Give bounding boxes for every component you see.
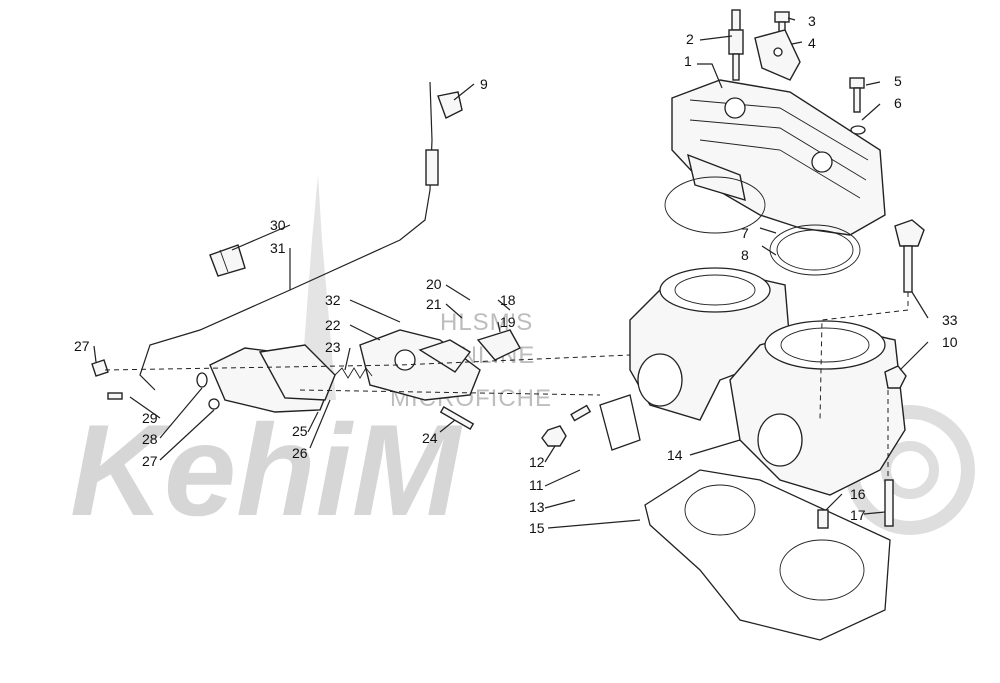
- o-ring-7: [664, 176, 766, 234]
- callout-8: 8: [741, 247, 749, 263]
- callout-11: 11: [529, 477, 544, 493]
- callout-28: 28: [142, 431, 158, 447]
- watermark-line-1: HLSM'S: [440, 309, 533, 336]
- callout-19: 19: [500, 314, 516, 330]
- callout-27-bottom: 27: [142, 453, 158, 469]
- small-parts-27-29: [91, 359, 220, 410]
- callout-9: 9: [480, 76, 488, 92]
- callout-12: 12: [529, 454, 545, 470]
- callout-20: 20: [426, 276, 442, 292]
- callout-3: 3: [808, 13, 816, 29]
- callout-25: 25: [292, 423, 308, 439]
- callout-6: 6: [894, 95, 902, 111]
- base-gasket-15: [644, 469, 891, 641]
- callout-33: 33: [942, 312, 958, 328]
- nut-12: [541, 425, 567, 447]
- cable-9-31: [139, 81, 463, 391]
- callout-24: 24: [422, 430, 438, 446]
- spark-plug: [728, 9, 744, 81]
- callout-27-top: 27: [74, 338, 90, 354]
- callout-1: 1: [684, 53, 692, 69]
- reed-assembly: [209, 329, 521, 413]
- callout-14: 14: [667, 447, 683, 463]
- callout-labels: 1 2 3 4 5 6 7 8 9 10 11 12 13 14 15 16 1…: [74, 13, 958, 536]
- callout-10: 10: [942, 334, 958, 350]
- callout-13: 13: [529, 499, 545, 515]
- callout-29: 29: [142, 410, 158, 426]
- cable-clip-30: [209, 244, 246, 277]
- callout-15: 15: [529, 520, 545, 536]
- o-ring-8: [769, 224, 861, 276]
- callout-26: 26: [292, 445, 308, 461]
- callout-32: 32: [325, 292, 341, 308]
- head-bolt-5: [849, 77, 865, 113]
- callout-18: 18: [500, 292, 516, 308]
- callout-4: 4: [808, 35, 816, 51]
- callout-31: 31: [270, 240, 286, 256]
- stud-13: [570, 404, 592, 422]
- callout-30: 30: [270, 217, 286, 233]
- bolt-33: [894, 219, 925, 293]
- spring-23: [334, 367, 373, 379]
- callout-2: 2: [686, 31, 694, 47]
- exhaust-gasket-11: [599, 394, 641, 451]
- callout-17: 17: [850, 507, 866, 523]
- watermark-brand: KehiM: [70, 397, 463, 543]
- washer-6: [850, 125, 866, 135]
- cylinder-front: [637, 320, 906, 496]
- head-bracket-4: [754, 29, 801, 81]
- cylinder-head: [671, 79, 886, 236]
- callout-5: 5: [894, 73, 902, 89]
- callout-7: 7: [741, 225, 749, 241]
- watermark-spire: [300, 175, 336, 400]
- callout-22: 22: [325, 317, 341, 333]
- screw-24: [439, 405, 475, 431]
- callout-23: 23: [325, 339, 341, 355]
- callout-21: 21: [426, 296, 442, 312]
- stud-16-17: [817, 479, 894, 529]
- nut-10: [884, 365, 907, 389]
- callout-16: 16: [850, 486, 866, 502]
- leader-lines: [93, 17, 929, 529]
